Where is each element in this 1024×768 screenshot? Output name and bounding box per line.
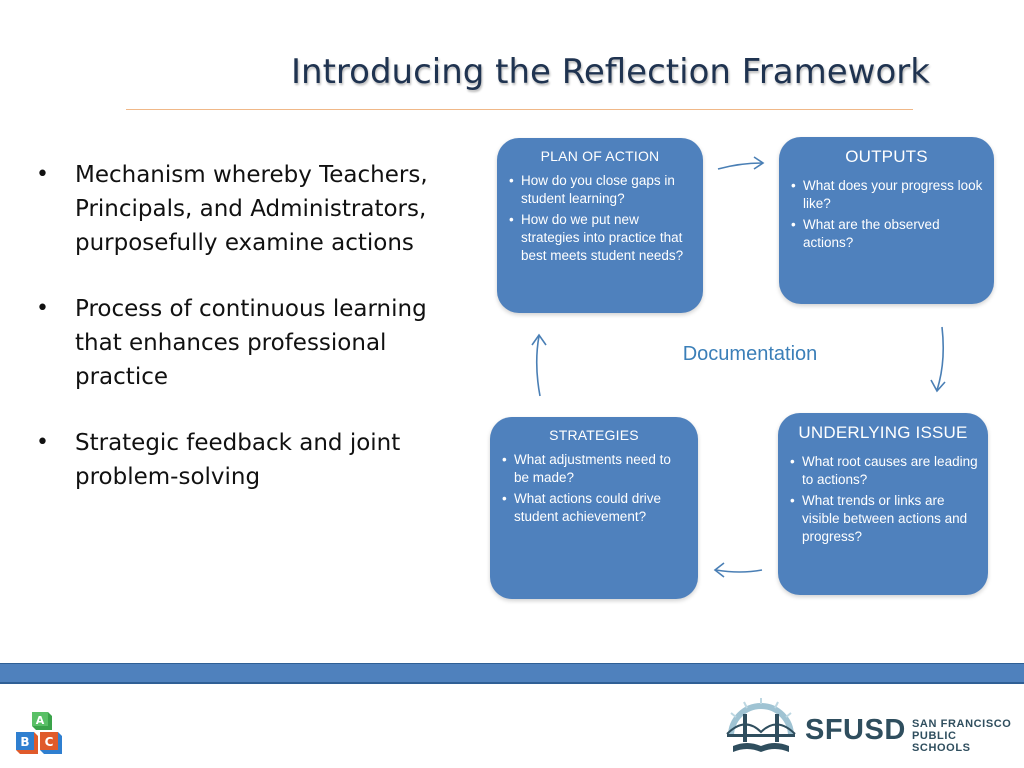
plan-of-action-heading: PLAN OF ACTION: [540, 148, 660, 164]
plan-of-action-item: How do we put new strategies into practi…: [507, 211, 693, 265]
bullet-item: • Process of continuous learning that en…: [36, 292, 456, 394]
outputs-list: What does your progress look like? What …: [789, 177, 984, 252]
footer-bar: [0, 663, 1024, 684]
district-name-line2: PUBLIC SCHOOLS: [912, 730, 971, 754]
bullet-text: Process of continuous learning that enha…: [75, 296, 427, 390]
bullet-glyph: •: [36, 430, 49, 455]
bullet-text: Mechanism whereby Teachers, Principals, …: [75, 162, 428, 256]
underlying-issue-box: UNDERLYING ISSUE What root causes are le…: [778, 413, 988, 595]
strategies-box: STRATEGIES What adjustments need to be m…: [490, 417, 698, 599]
strategies-item: What adjustments need to be made?: [500, 451, 688, 487]
title-area: Introducing the Reflection Framework: [0, 52, 1024, 92]
bullet-item: • Strategic feedback and joint problem-s…: [36, 426, 456, 494]
underlying-issue-item: What trends or links are visible between…: [788, 492, 978, 546]
strategies-heading: STRATEGIES: [549, 427, 639, 443]
plan-of-action-box: PLAN OF ACTION How do you close gaps in …: [497, 138, 703, 313]
underlying-issue-item: What root causes are leading to actions?: [788, 453, 978, 489]
district-name-line1: SAN FRANCISCO: [912, 718, 1012, 730]
arrow-up-icon: [531, 333, 547, 397]
block-letter-a: A: [36, 714, 45, 727]
plan-of-action-list: How do you close gaps in student learnin…: [507, 172, 693, 265]
golden-gate-book-icon: [726, 698, 796, 752]
bullet-glyph: •: [36, 296, 49, 321]
abc-blocks-icon: A B C: [16, 712, 62, 754]
underlying-issue-list: What root causes are leading to actions?…: [788, 453, 978, 546]
block-letter-c: C: [45, 735, 54, 749]
bullet-glyph: •: [36, 162, 49, 187]
title-divider: [126, 109, 913, 110]
bullet-item: • Mechanism whereby Teachers, Principals…: [36, 158, 456, 260]
strategies-item: What actions could drive student achieve…: [500, 490, 688, 526]
outputs-item: What are the observed actions?: [789, 216, 984, 252]
documentation-label: Documentation: [682, 343, 818, 365]
arrow-down-icon: [930, 326, 946, 393]
arrow-right-icon: [717, 156, 765, 170]
outputs-heading: OUTPUTS: [845, 147, 928, 166]
block-letter-b: B: [20, 735, 29, 749]
strategies-list: What adjustments need to be made? What a…: [500, 451, 688, 526]
district-name: SAN FRANCISCO PUBLIC SCHOOLS: [912, 718, 1015, 754]
bullet-list: • Mechanism whereby Teachers, Principals…: [36, 158, 456, 526]
sfusd-logo: SFUSD SAN FRANCISCO PUBLIC SCHOOLS: [725, 698, 1015, 760]
outputs-item: What does your progress look like?: [789, 177, 984, 213]
sfusd-wordmark: SFUSD: [805, 714, 906, 746]
plan-of-action-item: How do you close gaps in student learnin…: [507, 172, 693, 208]
slide-title: Introducing the Reflection Framework: [291, 52, 930, 92]
bullet-text: Strategic feedback and joint problem-sol…: [75, 430, 401, 490]
underlying-issue-heading: UNDERLYING ISSUE: [798, 423, 968, 442]
arrow-left-icon: [713, 562, 763, 578]
outputs-box: OUTPUTS What does your progress look lik…: [779, 137, 994, 304]
